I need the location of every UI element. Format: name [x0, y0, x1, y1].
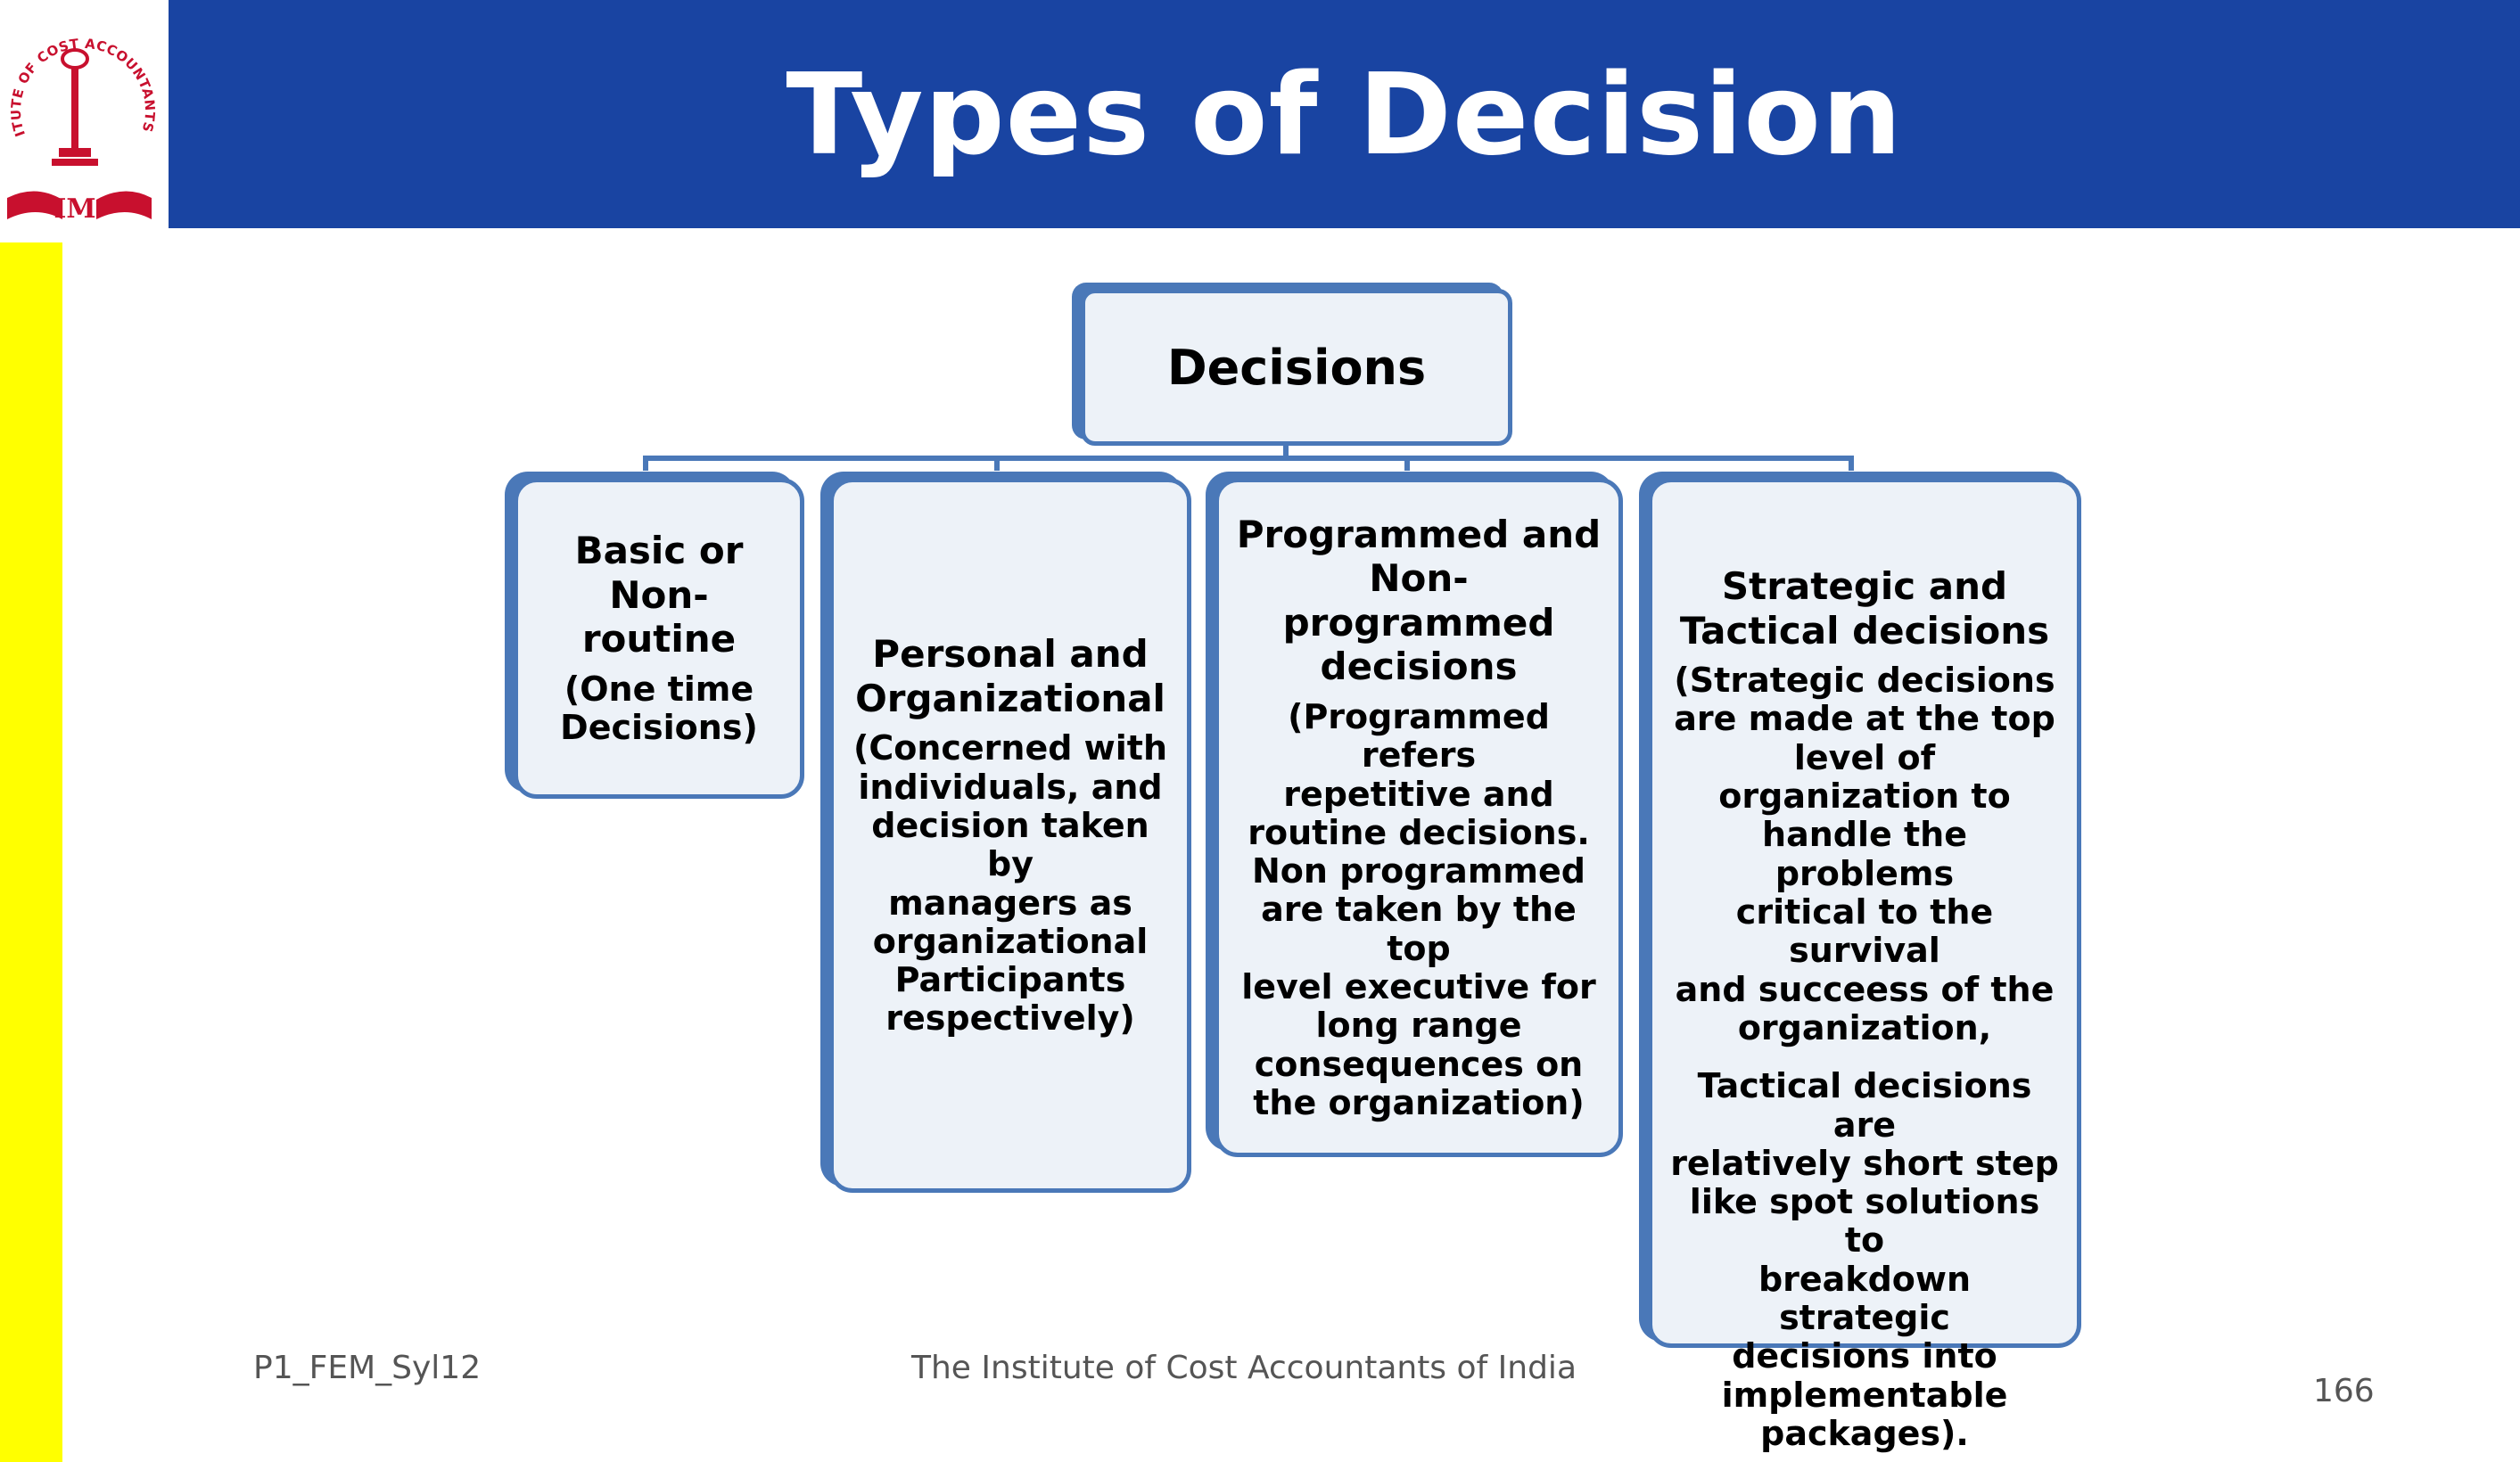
node-description: (Programmed refers repetitive and routin… [1241, 696, 1596, 1122]
node-description: (Strategic decisions are made at the top… [1674, 661, 2055, 1047]
node-description-secondary: Tactical decisions are relatively short … [1670, 1066, 2059, 1454]
footer-institute-name: The Institute of Cost Accountants of Ind… [911, 1350, 1577, 1386]
node-strategic-tactical: Strategic and Tactical decisions (Strate… [1648, 478, 2081, 1453]
node-basic-non-routine: Basic or Non- routine (One time Decision… [514, 478, 804, 799]
node-programmed-non-programmed: Programmed and Non-programmed decisions … [1215, 478, 1623, 1157]
node-title: Programmed and Non-programmed decisions [1236, 512, 1602, 689]
footer-course-code: P1_FEM_Syl12 [253, 1350, 482, 1386]
root-node-label: Decisions [1166, 339, 1427, 396]
slide-title: Types of Decision [786, 48, 1903, 180]
svg-text:IM: IM [54, 193, 95, 225]
node-title: Personal and Organizational [855, 632, 1165, 720]
page-number: 166 [2313, 1373, 2375, 1409]
node-title: Basic or Non- routine [574, 529, 744, 661]
header-bar [169, 0, 2520, 228]
node-description: (Concerned with individuals, and decisio… [852, 728, 1168, 1039]
node-description: (One time Decisions) [560, 669, 758, 748]
node-personal-organizational: Personal and Organizational (Concerned w… [829, 478, 1191, 1193]
node-title: Strategic and Tactical decisions [1679, 564, 2050, 653]
institute-logo: THE INSTITUTE OF COST ACCOUNTANTS OF IND… [0, 0, 166, 226]
side-strip [0, 242, 62, 1462]
root-node-decisions: Decisions [1081, 289, 1512, 446]
